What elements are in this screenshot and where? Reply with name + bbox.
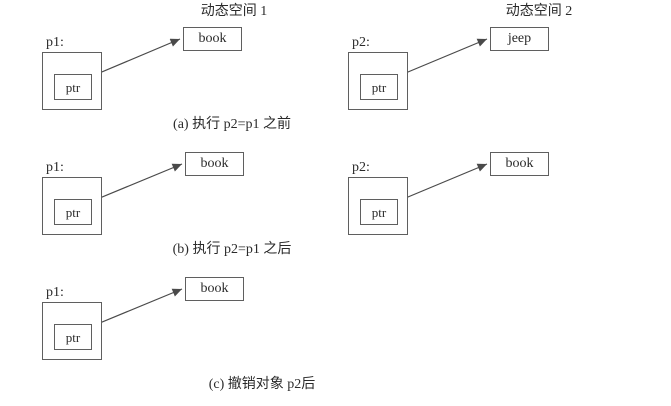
object-p2-label-a: p2: <box>352 35 370 50</box>
object-p1-label-a: p1: <box>46 35 64 50</box>
member-ptr-box-b-p2: ptr <box>360 199 398 225</box>
heap-cell-book-b1: book <box>185 152 244 176</box>
member-ptr-box-a-p2: ptr <box>360 74 398 100</box>
object-p1-label-c: p1: <box>46 285 64 300</box>
dynamic-space-2-label: 动态空间 2 <box>505 4 573 19</box>
panel-c-caption: (c) 撤销对象 p2后 <box>208 377 316 392</box>
object-p1-label-b: p1: <box>46 160 64 175</box>
member-ptr-box-a-p1: ptr <box>54 74 92 100</box>
panel-a-caption: (a) 执行 p2=p1 之前 <box>173 117 291 132</box>
heap-cell-book-b2: book <box>490 152 549 176</box>
object-p2-label-b: p2: <box>352 160 370 175</box>
heap-cell-jeep-a2: jeep <box>490 27 549 51</box>
heap-cell-book-a1: book <box>183 27 242 51</box>
member-ptr-box-b-p1: ptr <box>54 199 92 225</box>
dynamic-space-1-label: 动态空间 1 <box>200 4 268 19</box>
object-p2-box-a <box>348 52 408 110</box>
panel-b-caption: (b) 执行 p2=p1 之后 <box>172 242 292 257</box>
member-ptr-box-c-p1: ptr <box>54 324 92 350</box>
heap-cell-book-c1: book <box>185 277 244 301</box>
